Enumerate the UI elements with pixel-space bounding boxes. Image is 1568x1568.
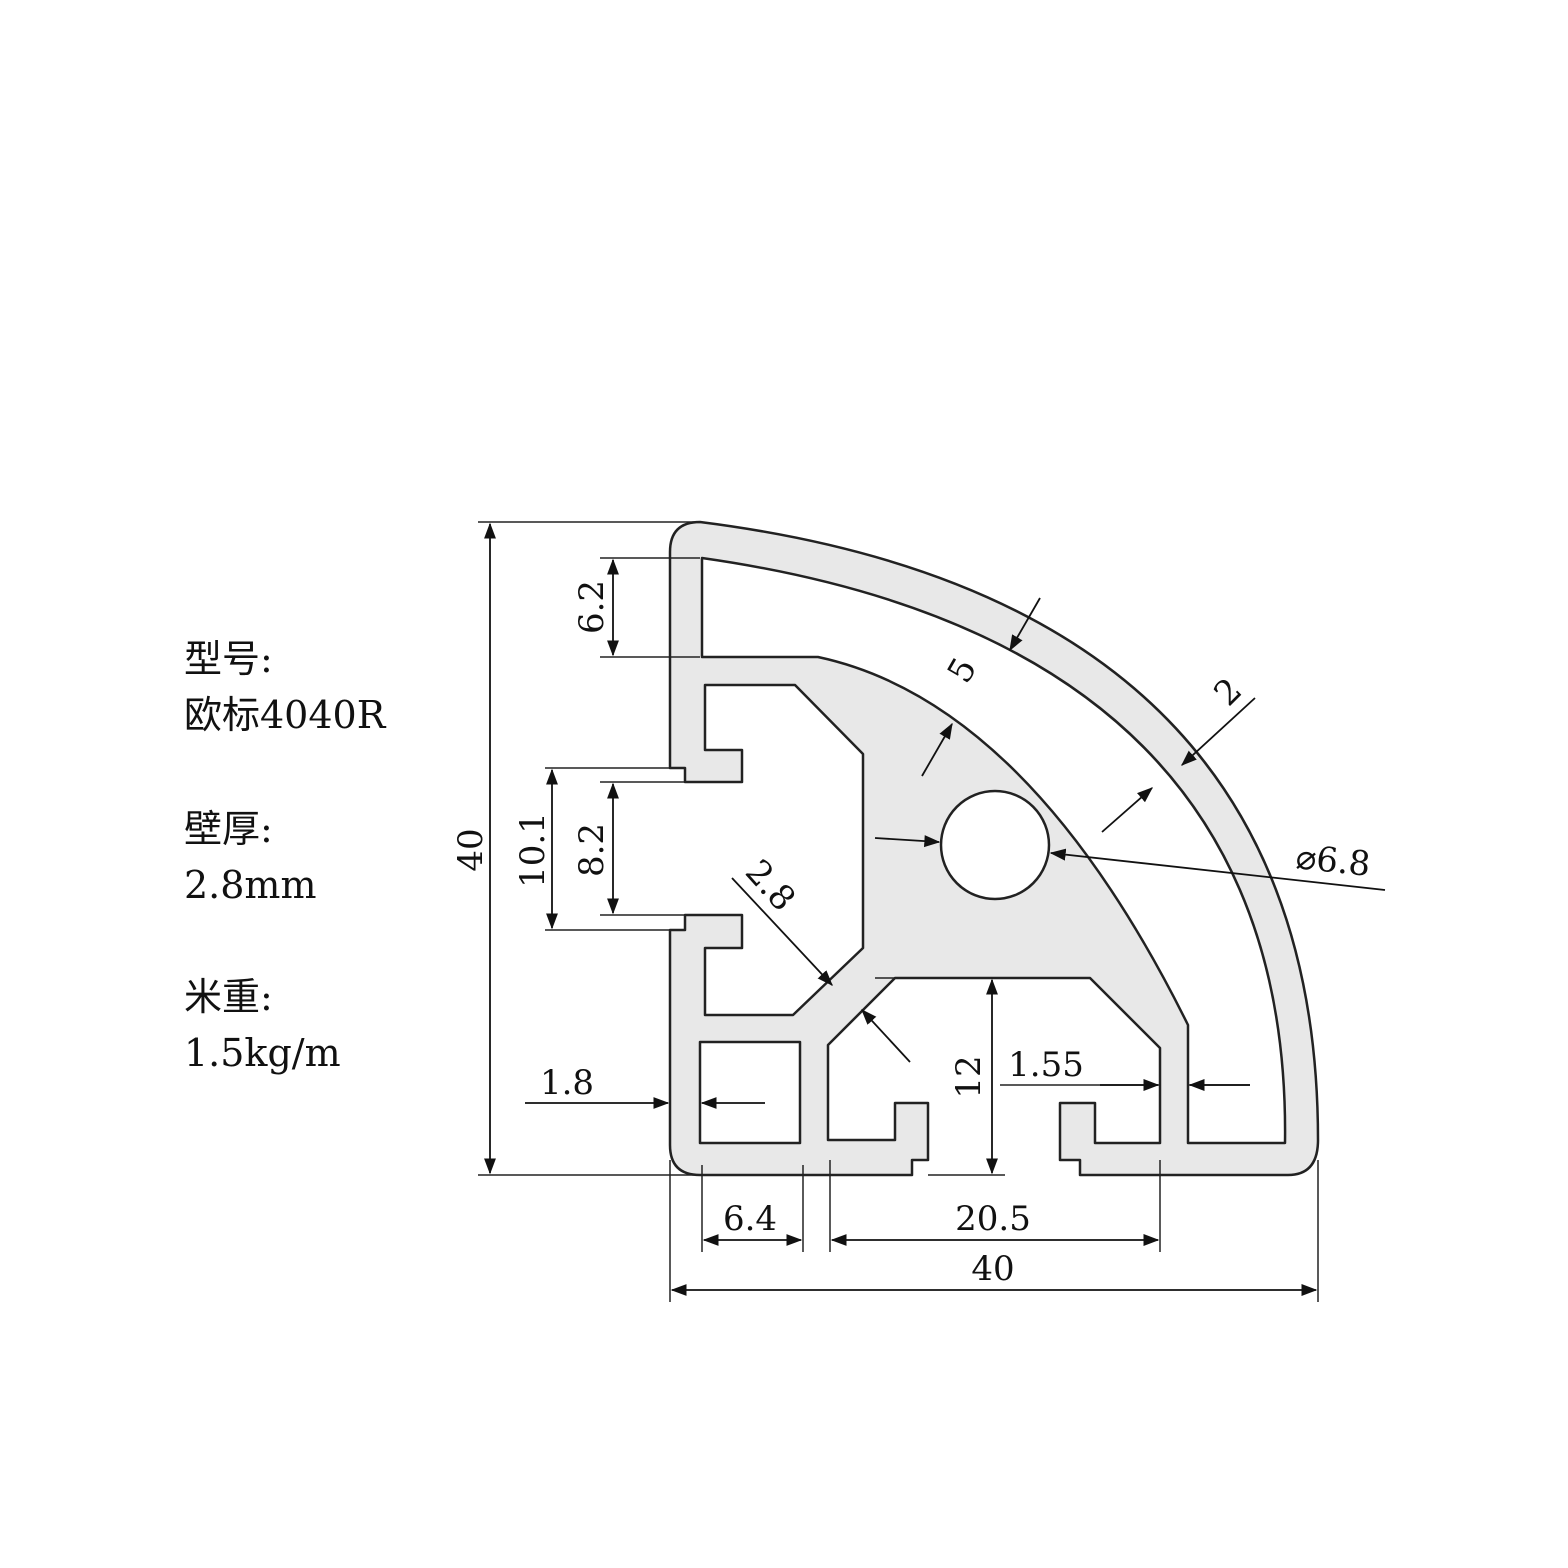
dim-label-bottom-mid: 20.5 — [955, 1199, 1031, 1239]
dim-label-wall-diag: 2.8 — [737, 852, 803, 919]
dim-label-bottom-left: 6.4 — [723, 1199, 777, 1239]
dim-line-wall-diag — [731, 877, 833, 986]
dim-label-rib-left: 1.8 — [540, 1063, 594, 1103]
wall-thickness-label: 壁厚: — [184, 807, 273, 851]
aluminum-profile — [668, 520, 1320, 1177]
dim-label-slot-lip: 1.55 — [1008, 1045, 1084, 1085]
dim-label-arc-offset: 5 — [940, 651, 985, 690]
weight-value: 1.5kg/m — [184, 1031, 341, 1075]
dim-line-hole-leader — [1049, 848, 1386, 891]
model-value: 欧标4040R — [184, 693, 386, 737]
dim-line-arc-offset-b — [921, 722, 953, 777]
dim-label-slot-inner: 8.2 — [572, 823, 612, 877]
dim-line-arc-thickness — [1181, 697, 1256, 766]
dim-label-width-total: 40 — [971, 1249, 1014, 1289]
dim-label-slot-top: 6.2 — [572, 580, 612, 634]
wall-thickness-value: 2.8mm — [184, 863, 317, 907]
dimension-lines — [484, 522, 1386, 1296]
dim-line-arc-thickness-b — [1101, 787, 1154, 833]
dim-label-height-total: 40 — [451, 828, 491, 871]
model-label: 型号: — [184, 637, 273, 681]
dim-line-hole-left — [874, 835, 941, 848]
weight-label: 米重: — [184, 975, 273, 1019]
dim-line-arc-offset — [1009, 597, 1041, 652]
extension-lines — [478, 521, 1319, 1302]
dim-line-wall-diag-b — [861, 1009, 911, 1063]
dim-label-slot-outer: 10.1 — [513, 812, 553, 888]
dim-label-hole-diameter: ⌀6.8 — [1294, 837, 1372, 885]
dim-label-slot-depth: 12 — [949, 1055, 989, 1098]
